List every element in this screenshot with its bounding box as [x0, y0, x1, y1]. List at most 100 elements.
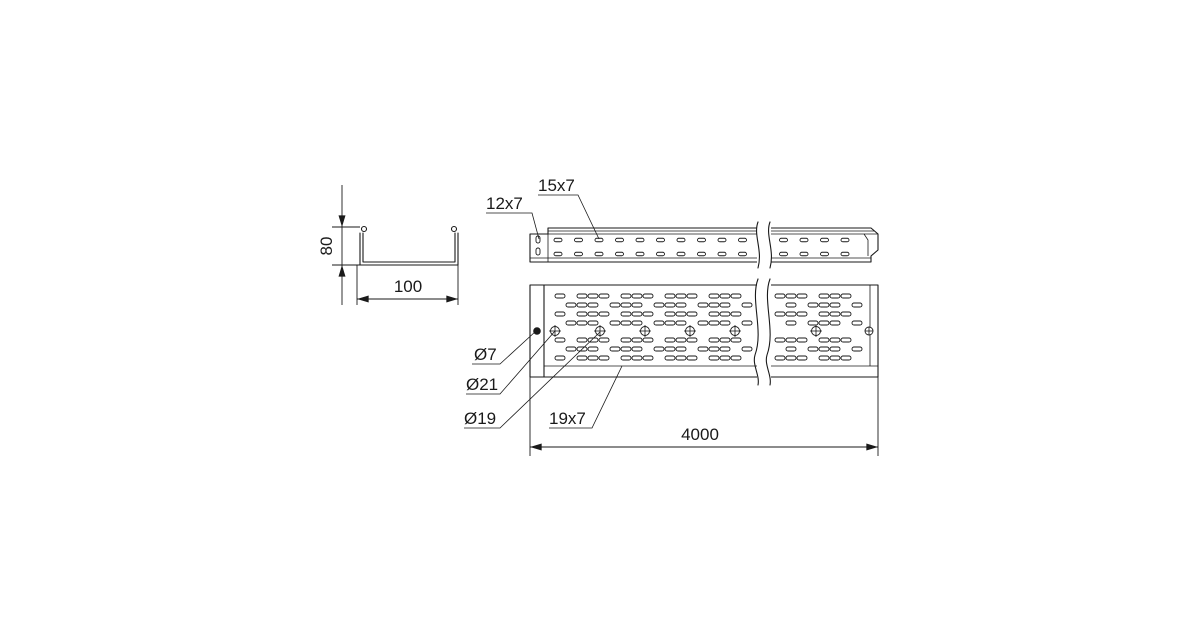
- bottom-slot: [587, 302, 599, 308]
- bottom-slot: [675, 311, 687, 317]
- bottom-slot-label: 19x7: [549, 409, 586, 428]
- bottom-slot: [851, 302, 863, 308]
- bottom-slot: [829, 293, 841, 299]
- bottom-slot: [708, 311, 720, 317]
- bottom-slot: [741, 346, 753, 352]
- bottom-slot: [796, 355, 808, 361]
- bottom-slot: [818, 355, 830, 361]
- bottom-slot: [631, 346, 643, 352]
- width-dimension-label: 100: [394, 277, 422, 296]
- bottom-slot: [708, 355, 720, 361]
- ring-hole-label: Ø21: [466, 375, 498, 394]
- bottom-slot: [719, 302, 731, 308]
- bottom-slot: [686, 337, 698, 343]
- side-slot: [574, 251, 583, 257]
- side-slot: [553, 251, 563, 257]
- end-slot: [535, 235, 541, 244]
- bottom-slot: [565, 320, 577, 326]
- bottom-slot: [631, 311, 643, 317]
- bottom-slot: [664, 302, 676, 308]
- bottom-slot: [576, 320, 588, 326]
- bottom-slot: [598, 337, 610, 343]
- bottom-slot: [829, 337, 841, 343]
- bottom-slot: [818, 320, 830, 326]
- bottom-slot: [642, 293, 654, 299]
- side-slot: [799, 251, 809, 257]
- bottom-slot: [620, 302, 632, 308]
- bottom-slot: [774, 311, 786, 317]
- bottom-slot: [609, 302, 621, 308]
- side-slot: [820, 237, 829, 243]
- bottom-slot: [620, 346, 632, 352]
- side-slot: [779, 237, 788, 243]
- bottom-slot: [774, 293, 786, 299]
- bottom-slot: [785, 302, 797, 308]
- side-slot: [676, 251, 686, 257]
- side-slot: [779, 251, 788, 257]
- side-slot: [676, 237, 686, 243]
- length-dimension-label: 4000: [681, 425, 719, 444]
- bottom-slot: [785, 355, 797, 361]
- bottom-slot: [554, 355, 566, 361]
- bottom-slot: [565, 302, 577, 308]
- side-slots: [553, 237, 850, 257]
- bottom-slot: [675, 337, 687, 343]
- bottom-slot: [664, 337, 676, 343]
- side-slot: [738, 251, 747, 257]
- side-slot: [799, 237, 809, 243]
- round-hole-label: Ø7: [474, 345, 497, 364]
- bottom-slot: [554, 293, 566, 299]
- bottom-slot: [829, 302, 841, 308]
- bottom-slot: [818, 302, 830, 308]
- bottom-slot: [620, 320, 632, 326]
- bottom-slot: [774, 355, 786, 361]
- bottom-slot: [697, 346, 709, 352]
- side-slot: [656, 251, 665, 257]
- bottom-slot: [598, 355, 610, 361]
- side-slot: [738, 237, 747, 243]
- bottom-slot: [576, 337, 588, 343]
- bottom-slot: [719, 346, 731, 352]
- bottom-slot: [829, 320, 841, 326]
- bottom-slot: [664, 320, 676, 326]
- bottom-slot: [840, 311, 852, 317]
- bottom-slot: [730, 337, 742, 343]
- bottom-slot: [576, 302, 588, 308]
- bottom-slot: [851, 320, 863, 326]
- bottom-slot: [620, 337, 632, 343]
- side-slot: [820, 251, 829, 257]
- bottom-slot: [653, 302, 665, 308]
- bottom-slot: [719, 337, 731, 343]
- bottom-slot: [829, 355, 841, 361]
- bottom-slot: [851, 346, 863, 352]
- bottom-slot: [620, 293, 632, 299]
- bottom-slot: [741, 320, 753, 326]
- bottom-slot: [686, 311, 698, 317]
- bottom-slot: [675, 320, 687, 326]
- bottom-slot: [774, 337, 786, 343]
- bottom-slot: [598, 293, 610, 299]
- bottom-slot: [807, 320, 819, 326]
- side-slot-label: 15x7: [538, 176, 575, 195]
- bottom-slot: [587, 355, 599, 361]
- bottom-slot: [818, 337, 830, 343]
- bottom-slot: [609, 320, 621, 326]
- bottom-slot: [587, 346, 599, 352]
- cross-hole-label: Ø19: [464, 409, 496, 428]
- bottom-slot: [708, 320, 720, 326]
- bottom-slot: [719, 311, 731, 317]
- bottom-slot: [686, 355, 698, 361]
- bottom-slot: [675, 293, 687, 299]
- bottom-slot: [620, 355, 632, 361]
- side-slot: [615, 237, 624, 243]
- side-slot: [553, 237, 563, 243]
- bottom-slot: [576, 311, 588, 317]
- bottom-slot: [829, 346, 841, 352]
- bottom-slot: [807, 346, 819, 352]
- bottom-slot: [785, 337, 797, 343]
- bottom-slot: [840, 293, 852, 299]
- side-slot: [840, 237, 850, 243]
- bottom-slot: [840, 355, 852, 361]
- bottom-slot: [708, 337, 720, 343]
